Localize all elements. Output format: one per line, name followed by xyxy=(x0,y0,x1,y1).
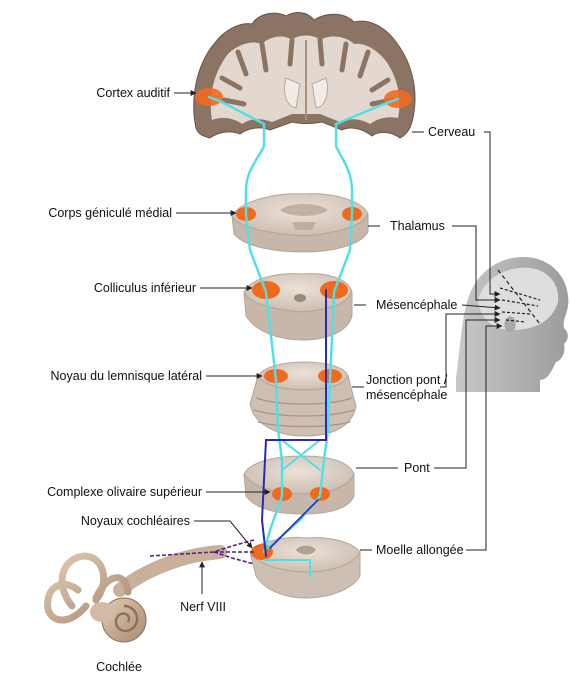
label-mesencephale: Mésencéphale xyxy=(376,298,457,312)
label-colliculus-inferieur: Colliculus inférieur xyxy=(40,281,196,295)
cochlear-nerve-bundle xyxy=(120,552,220,590)
jonction-pont-mesencephale-section xyxy=(250,362,356,436)
label-pont: Pont xyxy=(404,461,430,475)
label-jonction-line2: mésencéphale xyxy=(366,388,447,402)
mesencephale-section xyxy=(244,274,352,340)
label-nerf-viii: Nerf VIII xyxy=(166,600,240,614)
mesencephale-aqueduct xyxy=(294,294,306,302)
pont-section xyxy=(244,456,354,514)
label-jonction-line1: Jonction pont / xyxy=(366,373,447,387)
label-noyaux-cochleaires: Noyaux cochléaires xyxy=(30,514,190,528)
label-thalamus: Thalamus xyxy=(390,219,445,233)
label-cortex-auditif: Cortex auditif xyxy=(40,86,170,100)
label-corps-genicule-medial: Corps géniculé médial xyxy=(10,206,172,220)
cerebrum-section xyxy=(194,13,415,138)
inner-ear xyxy=(48,540,256,642)
thalamus-section xyxy=(232,194,368,252)
label-cochlee: Cochlée xyxy=(82,660,156,674)
label-complexe-olivaire-superieur: Complexe olivaire supérieur xyxy=(2,485,202,499)
label-cerveau: Cerveau xyxy=(428,125,475,139)
label-noyau-lemnisque-lateral: Noyau du lemnisque latéral xyxy=(4,369,202,383)
head-silhouette xyxy=(456,257,568,392)
leader-noyaux-cochleaires xyxy=(194,521,252,548)
label-moelle-allongee: Moelle allongée xyxy=(376,543,464,557)
vestibule xyxy=(90,602,114,622)
